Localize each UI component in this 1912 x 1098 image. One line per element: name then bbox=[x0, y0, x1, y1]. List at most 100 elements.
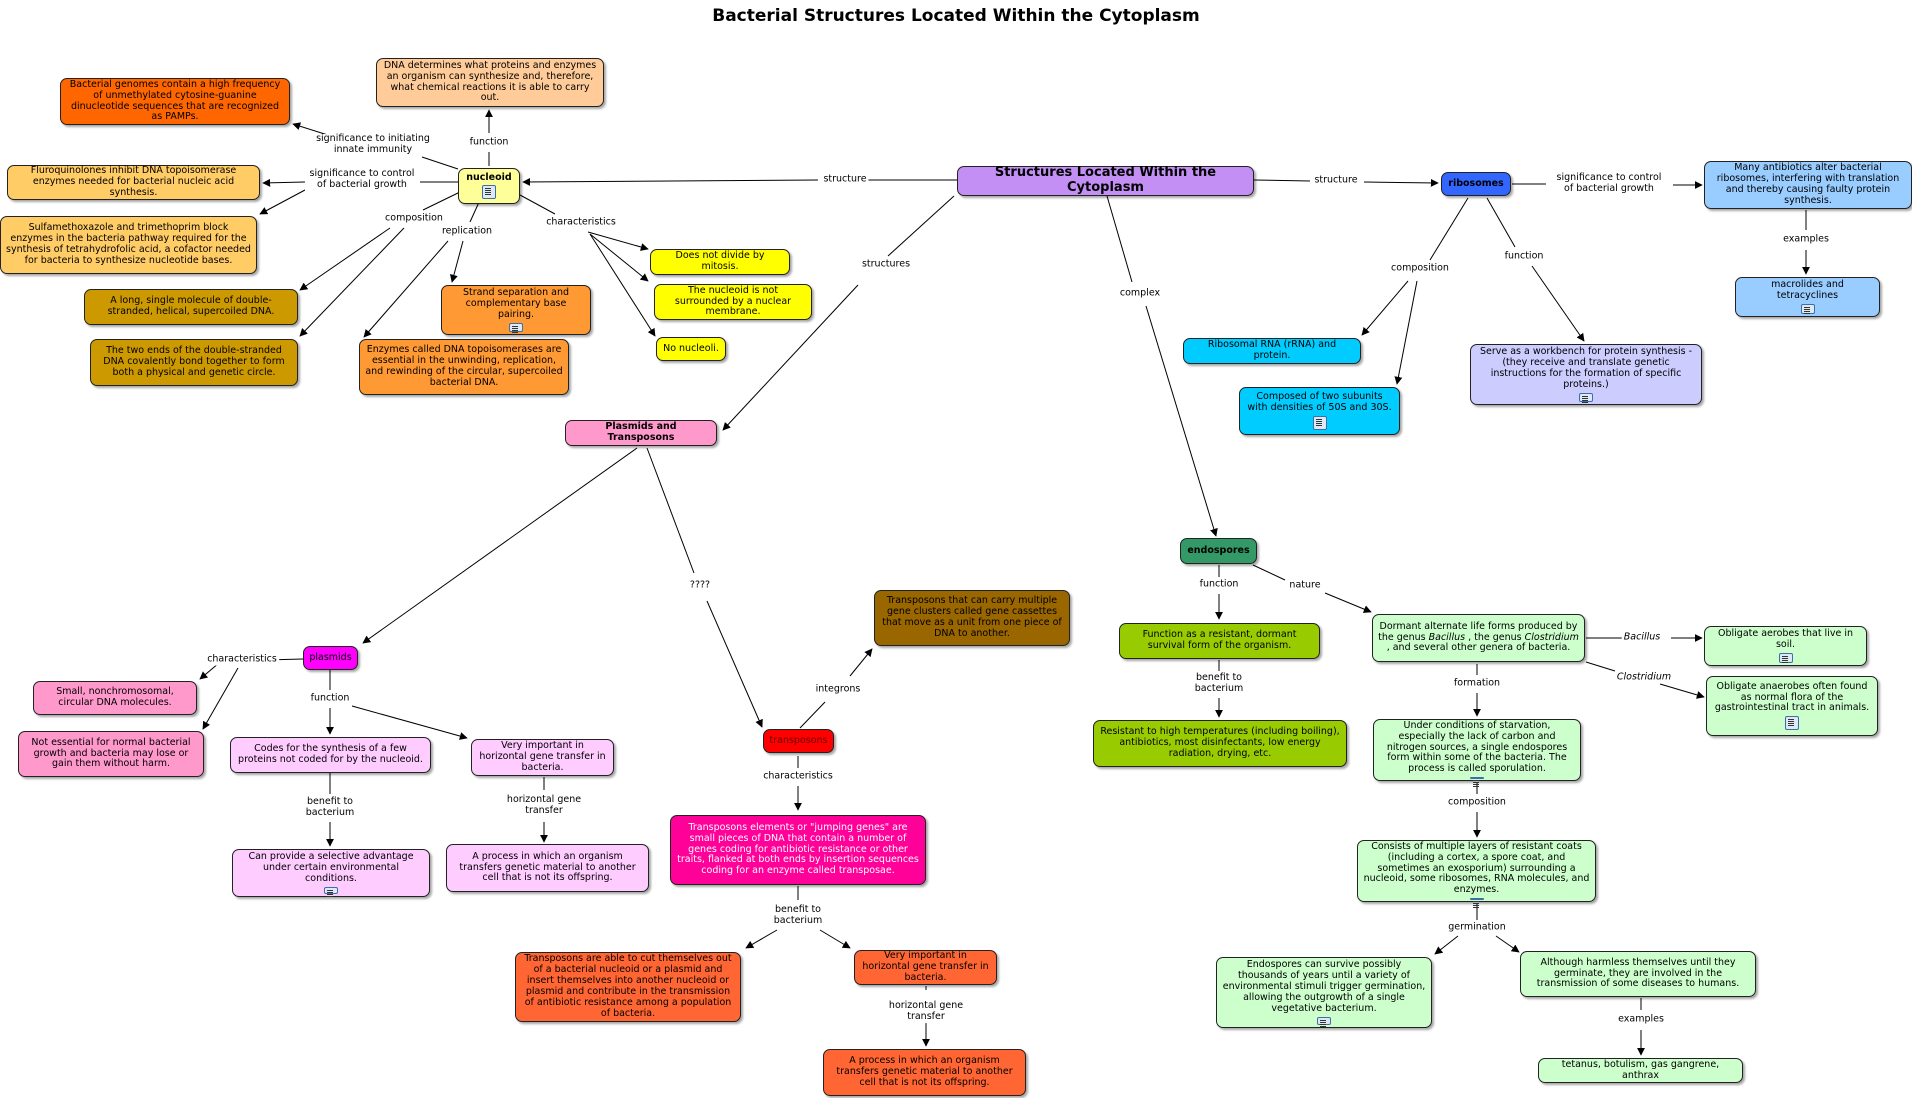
node-ribosome-antibiotics[interactable]: Many antibiotics alter bacterial ribosom… bbox=[1704, 161, 1912, 209]
node-rrna[interactable]: Ribosomal RNA (rRNA) and protein. bbox=[1183, 338, 1361, 364]
link-label-clostridium: Clostridium bbox=[1614, 671, 1674, 684]
node-endospore-layers[interactable]: Consists of multiple layers of resistant… bbox=[1357, 840, 1596, 903]
link-label-bacillus: Bacillus bbox=[1621, 631, 1663, 644]
document-icon[interactable] bbox=[1470, 777, 1484, 782]
link-label-sig-growth-ribosomes: significance to control of bacterial gro… bbox=[1549, 172, 1669, 195]
node-no-mitosis[interactable]: Does not divide by mitosis. bbox=[650, 249, 790, 275]
link-label-structures: structures bbox=[859, 258, 913, 271]
link-label-function-plasmids: function bbox=[308, 692, 352, 705]
node-pamps[interactable]: Bacterial genomes contain a high frequen… bbox=[60, 78, 290, 125]
link-label-benefit-endospores: benefit to bacterium bbox=[1182, 672, 1256, 695]
root-concept[interactable]: Structures Located Within the Cytoplasm bbox=[957, 165, 1254, 196]
link-label-function-endospores: function bbox=[1197, 578, 1241, 591]
link-label-composition-ribosomes: composition bbox=[1389, 262, 1451, 275]
node-two-ends[interactable]: The two ends of the double-stranded DNA … bbox=[90, 339, 298, 386]
link-label-sig-growth-nucleoid: significance to control of bacterial gro… bbox=[305, 168, 419, 191]
node-plasmid-not-essential[interactable]: Not essential for normal bacterial growt… bbox=[18, 731, 204, 777]
link-label-function-ribosomes: function bbox=[1502, 250, 1546, 263]
node-topoisomerases[interactable]: Enzymes called DNA topoisomerases are es… bbox=[359, 339, 569, 395]
document-icon[interactable] bbox=[1312, 415, 1327, 430]
link-label-composition-nucleoid: composition bbox=[383, 212, 445, 225]
document-icon[interactable] bbox=[1469, 898, 1484, 903]
endospore-survive-label: Endospores can survive possibly thousand… bbox=[1222, 959, 1426, 1014]
document-icon[interactable] bbox=[1778, 652, 1793, 663]
node-no-membrane[interactable]: The nucleoid is not surrounded by a nucl… bbox=[654, 284, 812, 320]
node-single-molecule[interactable]: A long, single molecule of double-strand… bbox=[84, 289, 298, 325]
link-label-integrons: integrons bbox=[813, 683, 863, 696]
node-macrolides[interactable]: macrolides and tetracyclines bbox=[1735, 277, 1880, 317]
document-icon[interactable] bbox=[324, 886, 338, 894]
link-label-replication: replication bbox=[439, 225, 495, 238]
link-label-characteristics-plasmids: characteristics bbox=[205, 653, 279, 666]
link-label-function-nucleoid: function bbox=[467, 136, 511, 149]
document-icon[interactable] bbox=[1317, 1016, 1331, 1025]
node-no-nucleoli[interactable]: No nucleoli. bbox=[656, 337, 726, 361]
starvation-label: Under conditions of starvation, especial… bbox=[1386, 719, 1568, 775]
node-disease-examples[interactable]: tetanus, botulism, gas gangrene, anthrax bbox=[1538, 1058, 1743, 1083]
node-plasmid-advantage[interactable]: Can provide a selective advantage under … bbox=[232, 849, 430, 897]
node-starvation[interactable]: Under conditions of starvation, especial… bbox=[1373, 719, 1581, 782]
root-label: Structures Located Within the Cytoplasm bbox=[994, 165, 1217, 195]
node-obligate-anaerobes[interactable]: Obligate anaerobes often found as normal… bbox=[1706, 676, 1878, 736]
node-plasmid-process[interactable]: A process in which an organism transfers… bbox=[446, 844, 649, 892]
link-label-structure-nucleoid: structure bbox=[821, 173, 869, 186]
link-label-benefit-plasmids: benefit to bacterium bbox=[293, 796, 367, 819]
link-label-structure-ribosomes: structure bbox=[1312, 174, 1360, 187]
nucleoid-label: nucleoid bbox=[466, 171, 512, 183]
node-endospore-resistant[interactable]: Resistant to high temperatures (includin… bbox=[1093, 720, 1347, 767]
link-label-characteristics-transposons: characteristics bbox=[761, 770, 835, 783]
node-plasmid-codes[interactable]: Codes for the synthesis of a few protein… bbox=[230, 737, 431, 773]
link-label-sig-immunity: significance to initiating innate immuni… bbox=[313, 133, 433, 156]
document-icon[interactable] bbox=[482, 185, 496, 200]
endospore-dormant-text: Dormant alternate life forms produced by… bbox=[1378, 620, 1579, 655]
node-endospore-survive[interactable]: Endospores can survive possibly thousand… bbox=[1216, 957, 1432, 1028]
macrolides-label: macrolides and tetracyclines bbox=[1771, 279, 1844, 301]
plasmid-advantage-label: Can provide a selective advantage under … bbox=[248, 851, 414, 884]
node-dna-determines[interactable]: DNA determines what proteins and enzymes… bbox=[376, 58, 604, 107]
node-workbench[interactable]: Serve as a workbench for protein synthes… bbox=[1470, 344, 1702, 405]
link-label-germination: germination bbox=[1446, 921, 1508, 934]
obligate-aerobes-label: Obligate aerobes that live in soil. bbox=[1718, 628, 1853, 650]
dormant-text-1: Dormant alternate life forms produced by… bbox=[1378, 620, 1578, 643]
dormant-text-3: , and several other genera of bacteria. bbox=[1386, 642, 1571, 654]
node-sulfamethoxazole[interactable]: Sulfamethoxazole and trimethoprim block … bbox=[0, 216, 257, 274]
link-label-hgt-transposons: horizontal gene transfer bbox=[879, 1000, 973, 1023]
node-transposon-cut[interactable]: Transposons are able to cut themselves o… bbox=[515, 952, 741, 1022]
node-endospore-harmless[interactable]: Although harmless themselves until they … bbox=[1520, 951, 1756, 997]
endospore-layers-label: Consists of multiple layers of resistant… bbox=[1363, 840, 1590, 896]
document-icon[interactable] bbox=[1579, 392, 1593, 402]
node-endospore-function[interactable]: Function as a resistant, dormant surviva… bbox=[1119, 623, 1320, 659]
nucleoid-concept[interactable]: nucleoid bbox=[458, 168, 520, 204]
document-icon[interactable] bbox=[1800, 303, 1815, 314]
node-plasmid-hgt[interactable]: Very important in horizontal gene transf… bbox=[471, 739, 614, 776]
link-label-nature: nature bbox=[1287, 579, 1323, 592]
strand-separation-label: Strand separation and complementary base… bbox=[462, 287, 570, 320]
document-icon[interactable] bbox=[1785, 716, 1799, 731]
plasmids-concept[interactable]: plasmids bbox=[303, 646, 358, 670]
dormant-text-2: , the genus bbox=[1465, 631, 1525, 643]
node-jumping-genes[interactable]: Transposons elements or "jumping genes" … bbox=[670, 815, 926, 885]
node-plasmid-small[interactable]: Small, nonchromosomal, circular DNA mole… bbox=[33, 681, 197, 715]
link-label-characteristics-nucleoid: characteristics bbox=[544, 216, 618, 229]
link-label-benefit-transposons: benefit to bacterium bbox=[761, 904, 835, 927]
node-transposon-process[interactable]: A process in which an organism transfers… bbox=[823, 1049, 1026, 1096]
link-label-unknown: ???? bbox=[687, 579, 713, 592]
obligate-anaerobes-label: Obligate anaerobes often found as normal… bbox=[1714, 680, 1870, 714]
node-subunits[interactable]: Composed of two subunits with densities … bbox=[1239, 387, 1400, 435]
endospores-concept[interactable]: endospores bbox=[1180, 538, 1257, 564]
node-integrons[interactable]: Transposons that can carry multiple gene… bbox=[874, 590, 1070, 646]
node-fluoroquinolones[interactable]: Fluroquinolones inhibit DNA topoisomeras… bbox=[7, 165, 260, 200]
node-transposon-hgt[interactable]: Very important in horizontal gene transf… bbox=[854, 950, 997, 985]
document-icon[interactable] bbox=[509, 322, 523, 332]
transposons-concept[interactable]: transposons bbox=[763, 729, 834, 753]
link-label-formation: formation bbox=[1451, 677, 1503, 690]
workbench-label: Serve as a workbench for protein synthes… bbox=[1479, 346, 1693, 390]
ribosomes-concept[interactable]: ribosomes bbox=[1441, 172, 1511, 196]
node-obligate-aerobes[interactable]: Obligate aerobes that live in soil. bbox=[1704, 626, 1867, 666]
dormant-genus-clostridium: Clostridium bbox=[1524, 631, 1579, 643]
node-endospore-dormant[interactable]: Dormant alternate life forms produced by… bbox=[1372, 614, 1585, 662]
plasmids-transposons-concept[interactable]: Plasmids and Transposons bbox=[565, 420, 717, 446]
node-strand-separation[interactable]: Strand separation and complementary base… bbox=[441, 285, 591, 335]
map-title: Bacterial Structures Located Within the … bbox=[712, 6, 1200, 26]
